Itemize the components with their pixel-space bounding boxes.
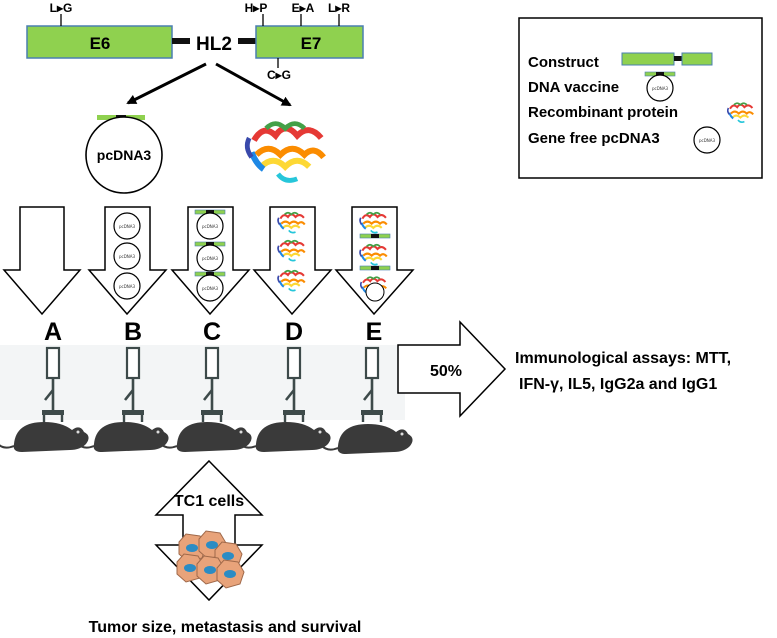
e7-gene-label: E7 [301, 34, 322, 53]
e7-cg-mutation-label: C▸G [267, 68, 291, 82]
mouse-d [239, 421, 332, 453]
legend-construct-label: Construct [528, 54, 599, 71]
group-label-c: C [203, 318, 221, 346]
construct-icon [621, 52, 713, 66]
legend-box [518, 17, 763, 179]
linker-left [172, 38, 190, 44]
e6-gene-box [26, 25, 173, 59]
arrow-to-protein [215, 62, 292, 107]
legend-recombinant-protein-label: Recombinant protein [528, 104, 678, 121]
group-arrow-e [334, 206, 415, 316]
immuno-assays-line2: IFN-γ, IL5, IgG2a and IgG1 [519, 376, 717, 393]
plasmid-icon [693, 126, 721, 154]
mouse-c [160, 421, 253, 453]
group-label-a: A [44, 318, 62, 346]
e7-gene-box [255, 25, 364, 59]
recombinant-protein-image [247, 124, 323, 181]
legend-dna-vaccine-label: DNA vaccine [528, 79, 619, 96]
tc1-cells-label: TC1 cells [174, 493, 244, 510]
construct-diagram: E6 HL2 E7 L▸G H▸P E▸A L▸R C▸G [26, 1, 364, 107]
e6-gene-label: E6 [90, 34, 111, 53]
e7-hp-mutation-label: H▸P [245, 1, 268, 15]
group-arrows [2, 206, 415, 316]
arrow-to-plasmid [126, 62, 207, 105]
immuno-percent-label: 50% [430, 363, 462, 380]
group-arrow-c [170, 206, 251, 316]
group-arrow-a [2, 206, 82, 316]
e7-lr-mutation-label: L▸R [328, 1, 350, 15]
group-label-d: D [285, 318, 303, 346]
mouse-a [0, 421, 90, 453]
group-arrow-d [252, 206, 333, 316]
mouse-e [321, 423, 414, 455]
plasmid-label: pcDNA3 [97, 147, 152, 163]
legend-gene-free-label: Gene free pcDNA3 [528, 130, 660, 147]
mouse-b [77, 421, 170, 453]
linker-right [238, 38, 256, 44]
hl2-linker-label: HL2 [196, 34, 232, 55]
group-label-e: E [366, 318, 383, 346]
immuno-arrow [397, 320, 507, 418]
e6-mutation-label: L▸G [50, 1, 73, 15]
outcome-label: Tumor size, metastasis and survival [89, 619, 362, 636]
injection-band [0, 345, 405, 420]
group-label-b: B [124, 318, 142, 346]
group-arrow-b [87, 206, 168, 316]
legend: Construct DNA vaccine Recombinant protei… [518, 17, 763, 179]
e7-ea-mutation-label: E▸A [292, 1, 315, 15]
dna-vaccine-plasmid: pcDNA3 [85, 115, 163, 194]
immuno-assays-line1: Immunological assays: MTT, [515, 350, 731, 367]
